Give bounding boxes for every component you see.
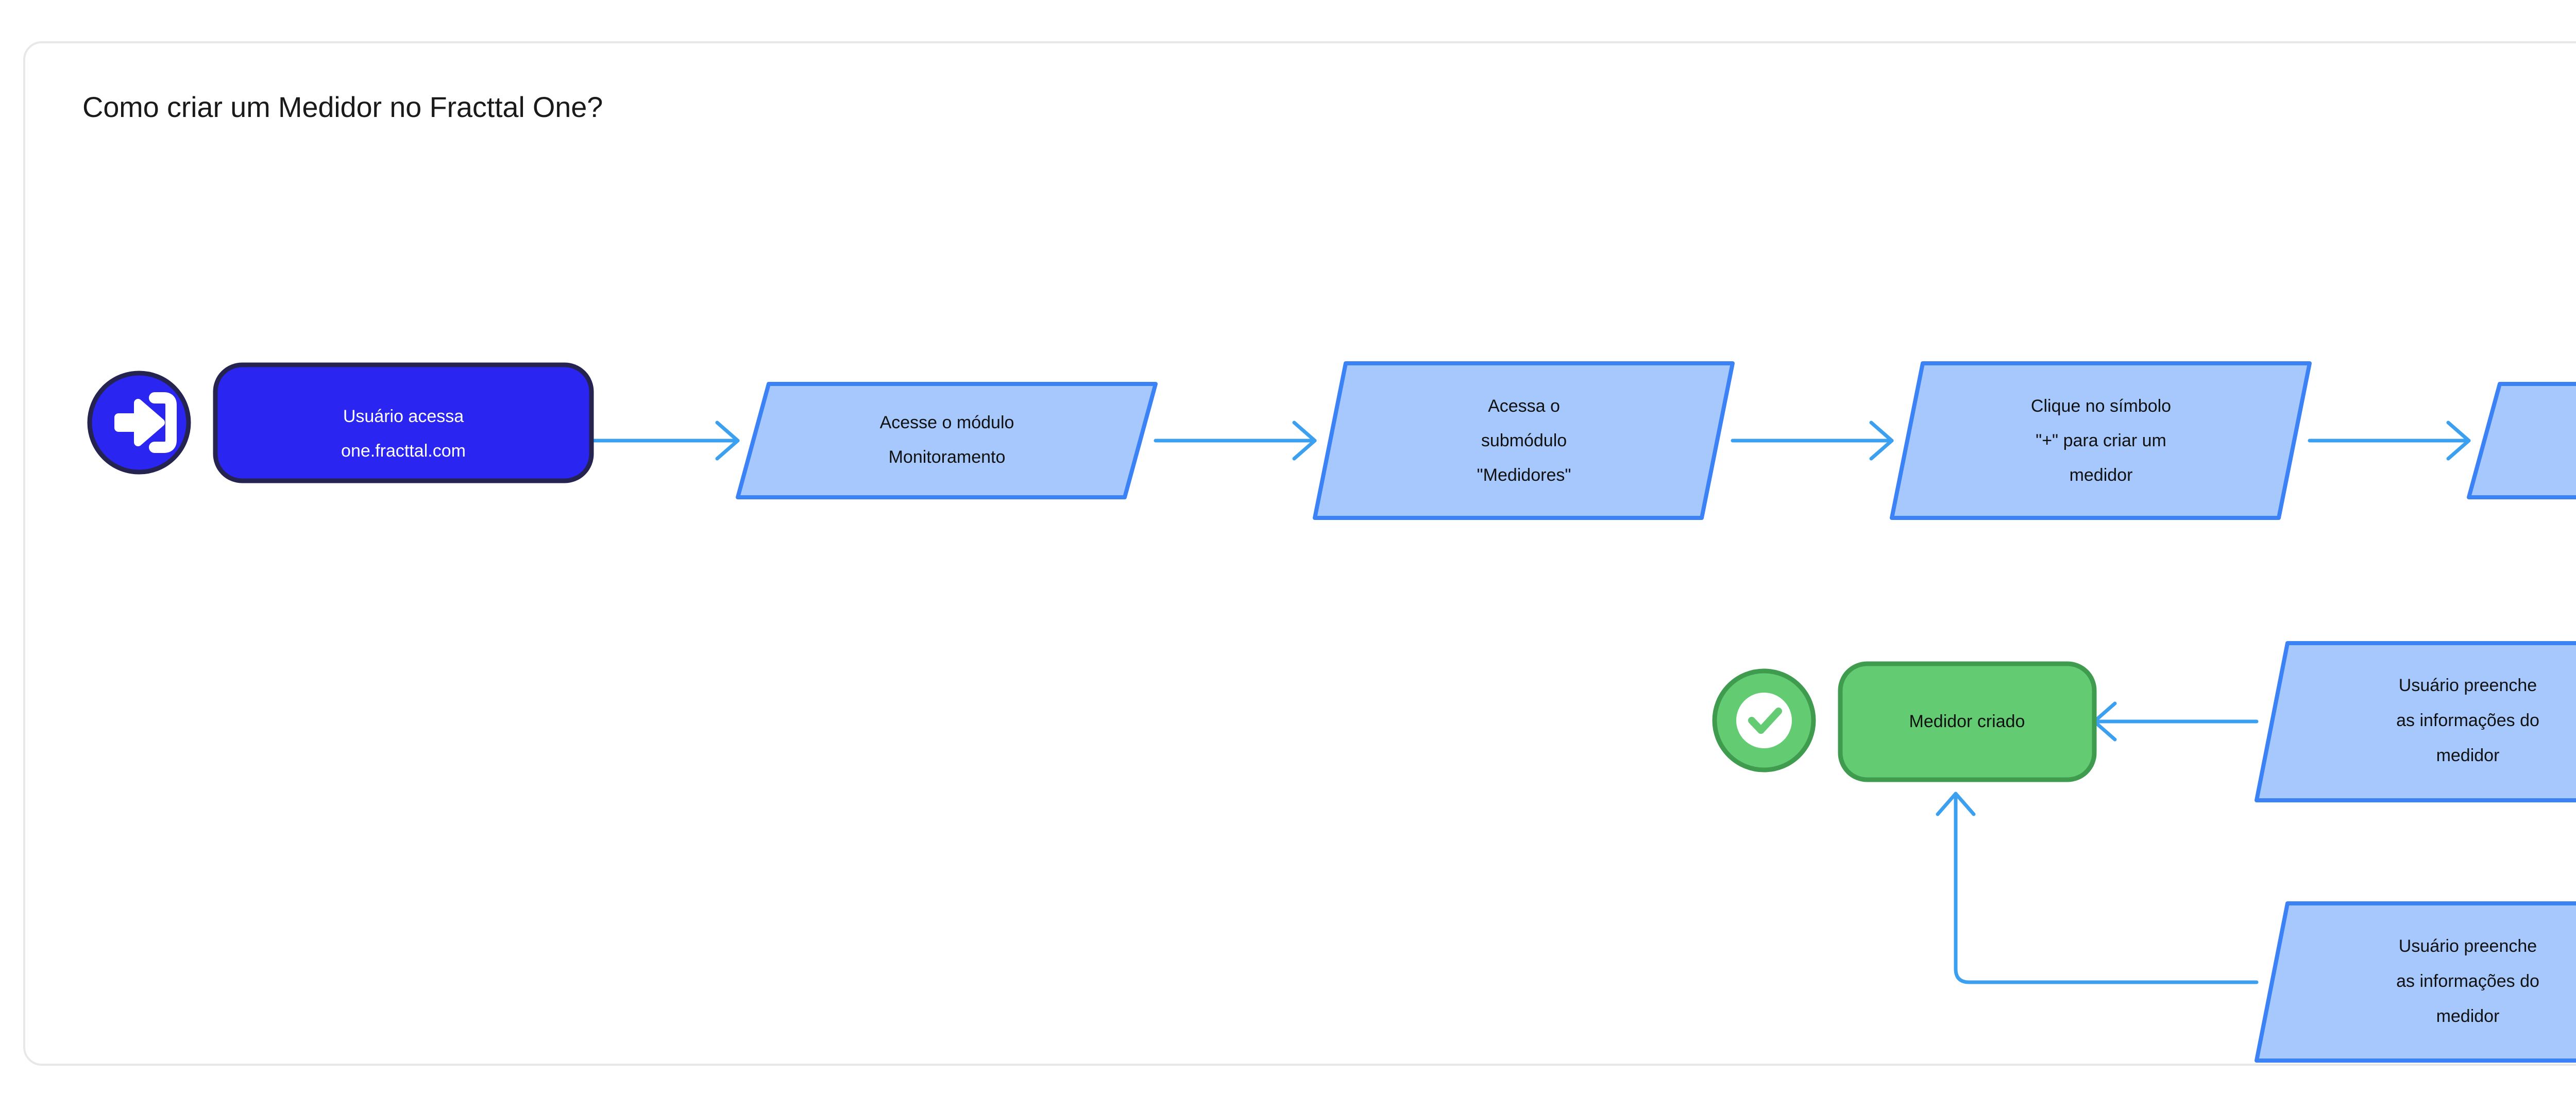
node-n4-line1: Clique no símbolo (2031, 396, 2171, 416)
node-n2-line2: Monitoramento (889, 447, 1006, 467)
node-acessa-submodulo[interactable]: Acessa o submódulo "Medidores" (1313, 361, 1735, 520)
diagram-card (23, 41, 2576, 1066)
edge-n2-n3 (1154, 421, 1317, 461)
node-n4-line2: "+" para criar um (2036, 431, 2166, 450)
node-n11-line3: medidor (2436, 746, 2500, 765)
node-n11-line1: Usuário preenche (2399, 676, 2537, 695)
edge-n11-n12 (2092, 701, 2259, 742)
end-check-icon[interactable] (1712, 668, 1816, 772)
node-n14-line1: Usuário preenche (2399, 936, 2537, 956)
node-clique-simbolo[interactable]: Clique no símbolo "+" para criar um medi… (1890, 361, 2312, 520)
check-icon (1748, 708, 1782, 734)
node-n4-line3: medidor (2070, 465, 2133, 485)
node-n2-line1: Acesse o módulo (880, 413, 1014, 432)
node-n14-line3: medidor (2436, 1006, 2500, 1026)
edge-n14-n12 (1936, 792, 2259, 984)
node-n14-line2: as informações do (2396, 971, 2539, 991)
node-n3-line2: submódulo (1481, 431, 1567, 450)
node-acesse-modulo[interactable]: Acesse o módulo Monitoramento (736, 382, 1158, 499)
edge-n3-n4 (1731, 421, 1894, 461)
node-usuario-acessa[interactable]: Usuário acessa one.fracttal.com (213, 362, 594, 483)
node-usuario-preenche-sim[interactable]: Usuário preenche as informações do medid… (2255, 641, 2576, 802)
edge-n4-n5 (2308, 421, 2471, 461)
node-n1-line1: Usuário acessa (343, 407, 464, 426)
check-circle-inner (1736, 693, 1792, 748)
login-icon (114, 392, 177, 453)
node-n3-line1: Acessa o (1488, 396, 1560, 416)
node-n3-line3: "Medidores" (1477, 465, 1571, 485)
node-n12-line1: Medidor criado (1909, 712, 2025, 731)
node-preencha-dados[interactable]: Preencha todos os dados do medidor (2467, 382, 2576, 499)
node-medidor-criado[interactable]: Medidor criado (1838, 661, 2097, 782)
node-usuario-preenche-nao[interactable]: Usuário preenche as informações do medid… (2255, 901, 2576, 1063)
start-login-icon[interactable] (87, 371, 191, 475)
edges-layer (589, 421, 2471, 984)
page-title: Como criar um Medidor no Fracttal One? (82, 91, 603, 123)
edge-n1-n2 (589, 421, 740, 461)
node-n1-line2: one.fracttal.com (341, 441, 466, 461)
node-n11-line2: as informações do (2396, 711, 2539, 730)
